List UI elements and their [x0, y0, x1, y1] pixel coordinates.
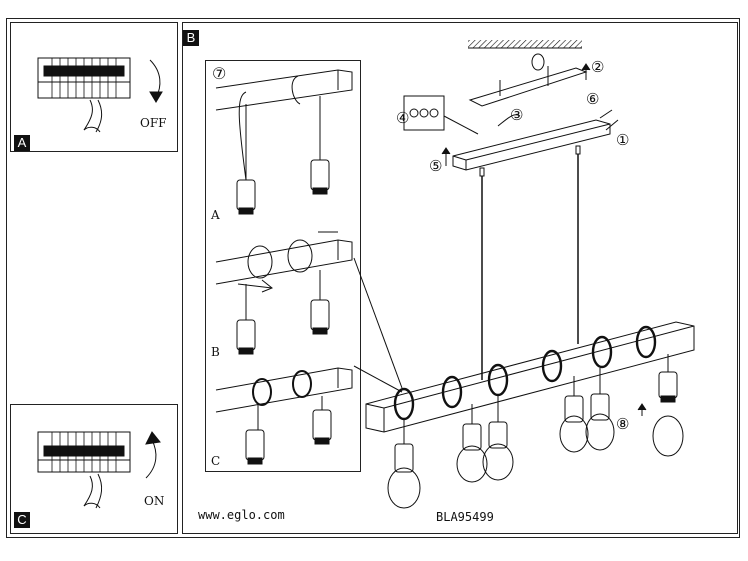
pendant-bulbs-illustration	[387, 354, 684, 509]
callout-5: ⑤	[429, 157, 443, 175]
detail-option-c: C	[211, 454, 221, 468]
callout-2: ②	[591, 58, 605, 76]
panel-b-tag: B	[183, 30, 199, 46]
page-border	[6, 18, 740, 538]
panel-c	[10, 404, 178, 534]
callout-8: ⑧	[616, 415, 630, 433]
detail-option-b-illustration	[215, 231, 353, 355]
callout-1: ①	[616, 131, 630, 149]
detail-option-b: B	[211, 345, 220, 359]
footer-website: www.eglo.com	[198, 508, 285, 522]
panel-b	[182, 22, 738, 534]
footer-model: BLA95499	[436, 510, 494, 524]
detail-option-c-illustration	[215, 367, 353, 465]
callout-6: ⑥	[586, 90, 600, 108]
panel-c-tag: C	[14, 512, 30, 528]
panel-c-on-label: ON	[144, 494, 165, 508]
callout-4: ④	[396, 109, 410, 127]
ceiling-mount-illustration	[403, 40, 619, 171]
detail-option-a: A	[211, 208, 220, 222]
panel-a	[10, 22, 178, 152]
detail-option-a-illustration	[215, 69, 353, 215]
breaker-panel-on-illustration	[37, 431, 161, 509]
breaker-panel-off-illustration	[37, 57, 163, 133]
detail-box	[205, 60, 361, 472]
panel-a-off-label: OFF	[140, 116, 167, 130]
panel-a-tag: A	[14, 135, 30, 151]
main-beam-illustration	[365, 321, 695, 433]
detail-step-number: ⑦	[212, 64, 227, 83]
